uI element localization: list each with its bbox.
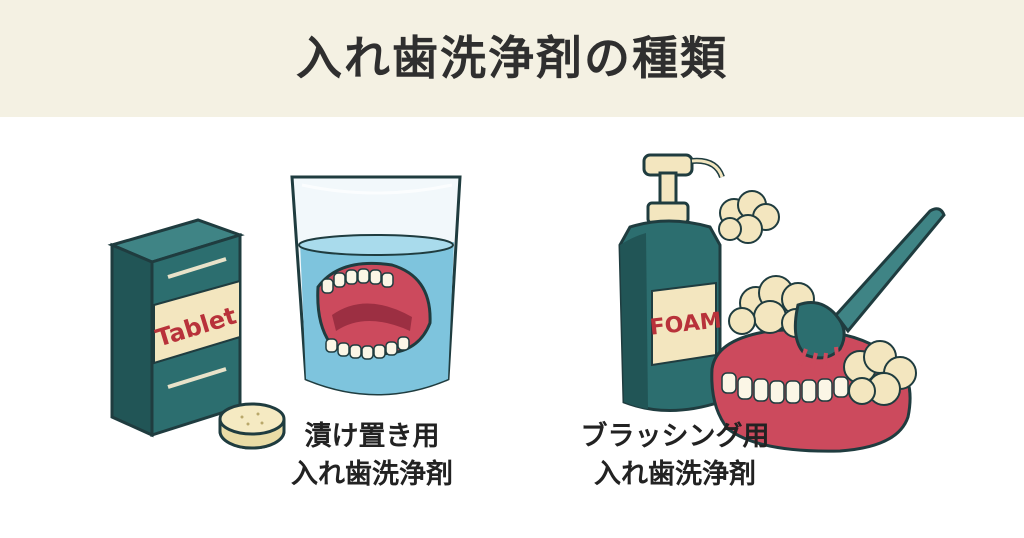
brushing-caption-line1: ブラッシング用: [580, 421, 770, 452]
foam-bottle: [618, 153, 780, 412]
tablet-disc: [218, 402, 286, 450]
title-banner: [0, 0, 1024, 117]
page-title: 入れ歯洗浄剤の種類: [296, 31, 728, 85]
soak-type-caption: 漬け置き用 入れ歯洗浄剤: [252, 418, 492, 494]
soak-caption-line1: 漬け置き用: [304, 421, 440, 452]
soak-caption-line2: 入れ歯洗浄剤: [291, 459, 453, 490]
illustration: Tablet: [107, 153, 946, 453]
brushing-type-caption: ブラッシング用 入れ歯洗浄剤: [540, 418, 810, 494]
brushing-caption-line2: 入れ歯洗浄剤: [594, 459, 756, 490]
glass-with-denture: [290, 175, 462, 396]
tablet-box: [107, 218, 245, 438]
denture-with-foam: [710, 207, 946, 453]
